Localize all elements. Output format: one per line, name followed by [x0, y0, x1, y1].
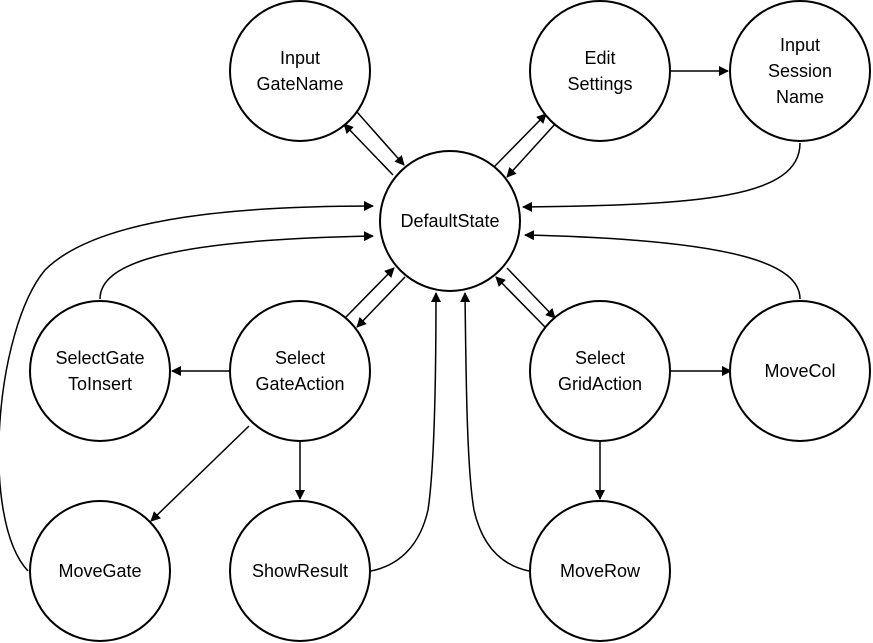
- edge-movegate-to-defaultstate: [0, 201, 374, 572]
- node-select-gate-action-label-line-2: GateAction: [255, 374, 344, 394]
- edge-selectgateaction-to-defaultstate: [344, 267, 395, 319]
- nodes: DefaultState Input GateName Edit Setting…: [29, 0, 871, 642]
- node-input-gate-name: Input GateName: [229, 0, 371, 142]
- node-move-gate: MoveGate: [29, 500, 171, 642]
- node-edit-settings-label-line-2: Settings: [567, 74, 632, 94]
- node-move-row: MoveRow: [529, 500, 671, 642]
- node-select-gate-to-insert: SelectGate ToInsert: [29, 300, 171, 442]
- node-edit-settings: Edit Settings: [529, 0, 671, 142]
- edges: [0, 66, 801, 572]
- node-move-col: MoveCol: [729, 300, 871, 442]
- edge-showresult-to-defaultstate: [370, 292, 441, 572]
- node-move-gate-label: MoveGate: [58, 561, 141, 581]
- edge-defaultstate-to-editsettings: [493, 113, 547, 168]
- node-input-gate-name-label-line-2: GateName: [256, 74, 343, 94]
- node-default-state: DefaultState: [379, 150, 521, 292]
- node-default-state-label: DefaultState: [400, 211, 499, 231]
- edge-movecol-to-defaultstate: [524, 230, 801, 300]
- node-select-grid-action-label-line-1: Select: [575, 348, 625, 368]
- edge-selectgatetoinsert-to-defaultstate: [99, 231, 374, 300]
- node-select-grid-action: Select GridAction: [529, 300, 671, 442]
- edge-selectgridaction-to-defaultstate: [495, 276, 546, 328]
- node-select-gate-to-insert-label-line-1: SelectGate: [55, 348, 144, 368]
- node-input-session-name-label-line-1: Input: [780, 35, 820, 55]
- node-input-session-name: Input Session Name: [729, 0, 871, 142]
- edge-inputsessionname-to-defaultstate: [522, 142, 801, 212]
- edge-inputgatename-to-defaultstate: [356, 111, 405, 166]
- node-select-grid-action-label-line-2: GridAction: [558, 374, 642, 394]
- edge-moverow-to-defaultstate: [460, 292, 530, 572]
- edge-defaultstate-to-selectgridaction: [506, 267, 556, 319]
- edge-defaultstate-to-inputgatename: [343, 123, 394, 176]
- node-input-session-name-label-line-2: Session: [768, 61, 832, 81]
- node-show-result-label: ShowResult: [252, 561, 348, 581]
- node-edit-settings-label-line-1: Edit: [584, 48, 615, 68]
- edge-selectgateaction-to-movegate: [150, 425, 250, 522]
- node-select-gate-to-insert-label-line-2: ToInsert: [68, 374, 132, 394]
- edge-defaultstate-to-selectgateaction: [356, 276, 406, 328]
- node-move-col-label: MoveCol: [764, 361, 835, 381]
- node-select-gate-action-label-line-1: Select: [275, 348, 325, 368]
- node-input-session-name-label-line-3: Name: [776, 87, 824, 107]
- node-show-result: ShowResult: [229, 500, 371, 642]
- node-input-gate-name-label-line-1: Input: [280, 48, 320, 68]
- node-select-gate-action: Select GateAction: [229, 300, 371, 442]
- node-move-row-label: MoveRow: [560, 561, 641, 581]
- edge-editsettings-to-defaultstate: [506, 122, 557, 178]
